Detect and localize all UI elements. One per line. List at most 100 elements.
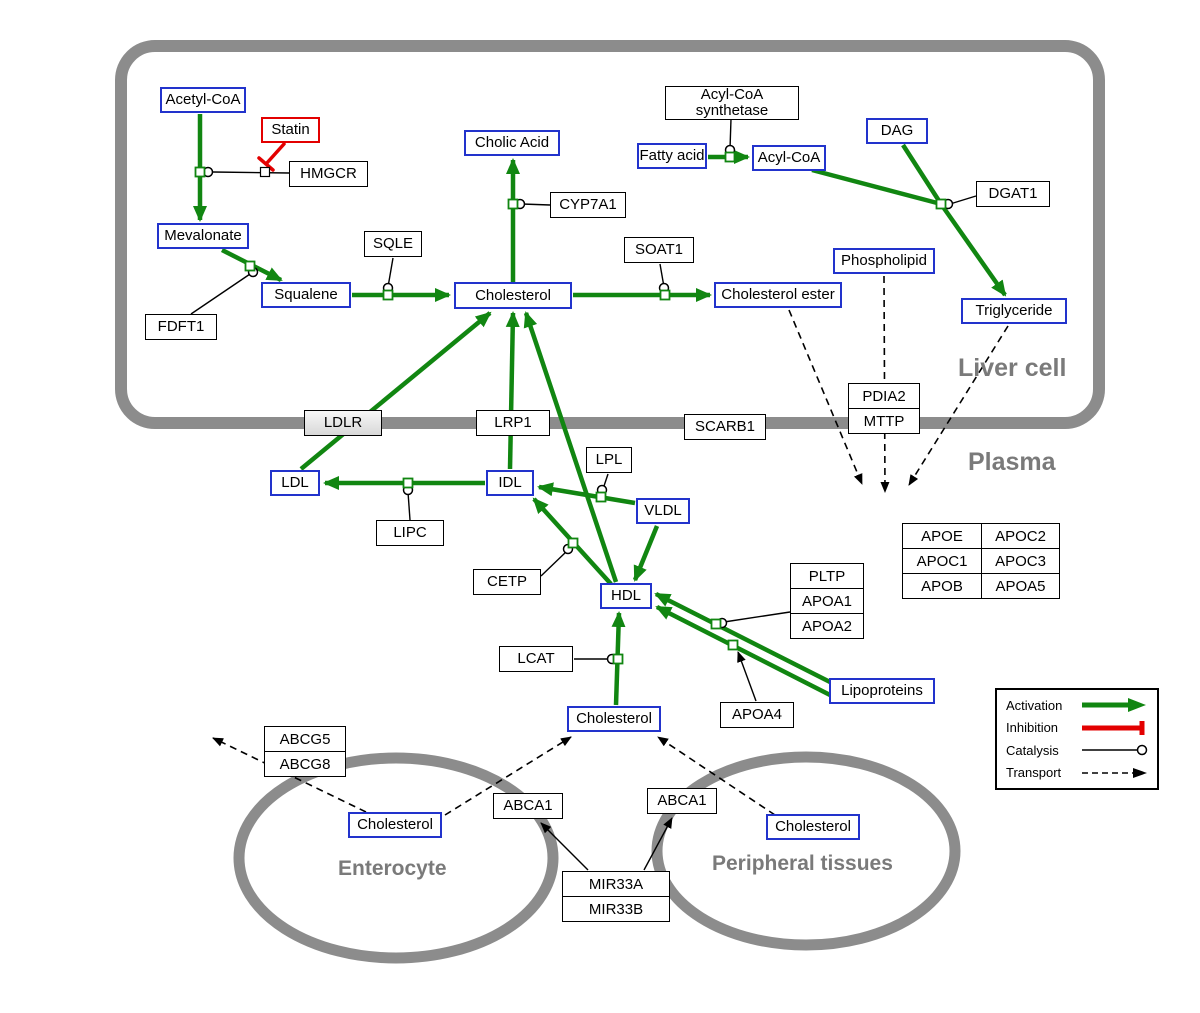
catalysis-circle-icon <box>1082 745 1148 756</box>
node-ldlr[interactable]: LDLR <box>304 410 382 436</box>
node-lpl[interactable]: LPL <box>586 447 632 473</box>
node-lrp1[interactable]: LRP1 <box>476 410 550 436</box>
edge-lipoproteins-hdl-1 <box>654 591 834 686</box>
acyl-coa-synthetase-line1: Acyl-CoA <box>700 86 764 104</box>
node-apoa1[interactable]: APOA1 <box>791 588 863 613</box>
node-apoc1[interactable]: APOC1 <box>903 548 981 573</box>
inhibition-statin-tbar <box>257 156 275 172</box>
anchor-vldl-idl <box>595 491 607 503</box>
node-hdl[interactable]: HDL <box>600 583 652 609</box>
node-cyp7a1[interactable]: CYP7A1 <box>550 192 626 218</box>
catalysis-cetp <box>540 550 568 577</box>
node-fdft1[interactable]: FDFT1 <box>145 314 217 340</box>
legend-catalysis-label: Catalysis <box>1006 742 1059 758</box>
node-mevalonate[interactable]: Mevalonate <box>157 223 249 249</box>
anchor-statin-hmgcr <box>259 166 271 178</box>
node-fatty-acid[interactable]: Fatty acid <box>637 143 707 169</box>
node-triglyceride[interactable]: Triglyceride <box>961 298 1067 324</box>
catalysis-hmgcr <box>212 171 290 174</box>
node-apoc3[interactable]: APOC3 <box>981 548 1059 573</box>
node-acyl-coa-synthetase[interactable]: Acyl-CoA synthetase <box>665 86 799 120</box>
anchor-fattyacid-acylcoa <box>724 151 736 163</box>
anchor-cholesterolplasma-hdl <box>612 653 624 665</box>
inhibition-statin-line <box>264 142 286 166</box>
node-abcg5[interactable]: ABCG5 <box>279 730 331 748</box>
transport-cholesterolester-plasma <box>788 309 863 485</box>
node-mir33-stack: MIR33A MIR33B <box>562 871 670 922</box>
edge-dag-junction <box>901 143 943 206</box>
node-cholesterol-peripheral[interactable]: Cholesterol <box>766 814 860 840</box>
node-dag[interactable]: DAG <box>866 118 928 144</box>
edge-junction-triglyceride <box>939 202 1007 297</box>
node-cholic-acid[interactable]: Cholic Acid <box>464 130 560 156</box>
anchor-hdl-idl <box>567 537 579 549</box>
legend-row-transport: Transport <box>1006 765 1148 781</box>
anchor-mevalonate-squalene <box>244 260 256 272</box>
arrow-mir33-abca1-right <box>643 817 673 871</box>
legend-row-activation: Activation <box>1006 697 1148 713</box>
node-statin[interactable]: Statin <box>261 117 320 143</box>
node-pltp-apoa-stack: PLTP APOA1 APOA2 <box>790 563 864 639</box>
node-mir33b[interactable]: MIR33B <box>563 896 669 921</box>
transport-arrow-icon <box>1082 767 1147 778</box>
node-abcg8[interactable]: ABCG8 <box>265 751 345 776</box>
legend-row-inhibition: Inhibition <box>1006 720 1148 736</box>
node-cholesterol-plasma[interactable]: Cholesterol <box>567 706 661 732</box>
node-abca1-right[interactable]: ABCA1 <box>647 788 717 814</box>
node-dgat1[interactable]: DGAT1 <box>976 181 1050 207</box>
node-apoc2[interactable]: APOC2 <box>981 524 1059 548</box>
node-lipc[interactable]: LIPC <box>376 520 444 546</box>
catalysis-fdft1 <box>190 271 254 315</box>
transport-triglyceride-plasma <box>908 325 1009 486</box>
anchor-cholesterol-cholesterolester <box>659 289 671 301</box>
legend-row-catalysis: Catalysis <box>1006 742 1148 758</box>
node-ldl[interactable]: LDL <box>270 470 320 496</box>
node-apoa4[interactable]: APOA4 <box>720 702 794 728</box>
node-hmgcr[interactable]: HMGCR <box>289 161 368 187</box>
node-lcat[interactable]: LCAT <box>499 646 573 672</box>
node-vldl[interactable]: VLDL <box>636 498 690 524</box>
edge-vldl-hdl <box>632 525 660 582</box>
node-soat1[interactable]: SOAT1 <box>624 237 694 263</box>
node-cetp[interactable]: CETP <box>473 569 541 595</box>
node-abcg-stack: ABCG5 ABCG8 <box>264 726 346 777</box>
acyl-coa-synthetase-line2: synthetase <box>695 102 769 119</box>
node-apoa2[interactable]: APOA2 <box>791 613 863 638</box>
node-idl[interactable]: IDL <box>486 470 534 496</box>
node-apoa5[interactable]: APOA5 <box>981 573 1059 598</box>
node-sqle[interactable]: SQLE <box>364 231 422 257</box>
edge-ldl-cholesterol-via-ldlr <box>299 311 492 471</box>
node-phospholipid[interactable]: Phospholipid <box>833 248 935 274</box>
node-acetyl-coa[interactable]: Acetyl-CoA <box>160 87 246 113</box>
inhibition-tbar-icon <box>1082 720 1145 735</box>
arrow-apoa4 <box>737 651 757 702</box>
anchor-idl-ldl <box>402 477 414 489</box>
node-pdia2[interactable]: PDIA2 <box>862 387 906 405</box>
legend-activation-label: Activation <box>1006 697 1063 713</box>
node-pltp[interactable]: PLTP <box>808 567 846 585</box>
node-cholesterol-enterocyte[interactable]: Cholesterol <box>348 812 442 838</box>
peripheral-tissues-membrane <box>651 751 961 951</box>
liver-cell-membrane <box>115 40 1105 429</box>
node-squalene[interactable]: Squalene <box>261 282 351 308</box>
catalysis-cyp7a1 <box>521 203 551 206</box>
node-apob[interactable]: APOB <box>903 573 981 598</box>
node-abca1-left[interactable]: ABCA1 <box>493 793 563 819</box>
node-mir33a[interactable]: MIR33A <box>588 875 644 893</box>
node-apoe[interactable]: APOE <box>921 527 963 545</box>
edge-acylcoa-junction <box>811 167 942 207</box>
edge-hdl-cholesterol-liver <box>523 311 619 583</box>
catalysis-acylcoa-synthetase <box>729 118 732 150</box>
node-lipoproteins[interactable]: Lipoproteins <box>829 678 935 704</box>
node-cholesterol-ester[interactable]: Cholesterol ester <box>714 282 842 308</box>
node-apolipoprotein-table: APOE APOC2 APOC1 APOC3 APOB APOA5 <box>902 523 1060 599</box>
node-acyl-coa[interactable]: Acyl-CoA <box>752 145 826 171</box>
catalysis-sqle <box>387 257 394 288</box>
node-scarb1[interactable]: SCARB1 <box>684 414 766 440</box>
enterocyte-membrane <box>233 752 559 964</box>
node-cholesterol-liver[interactable]: Cholesterol <box>454 282 572 309</box>
node-pdia2-mttp-stack: PDIA2 MTTP <box>848 383 920 434</box>
node-mttp[interactable]: MTTP <box>849 408 919 433</box>
